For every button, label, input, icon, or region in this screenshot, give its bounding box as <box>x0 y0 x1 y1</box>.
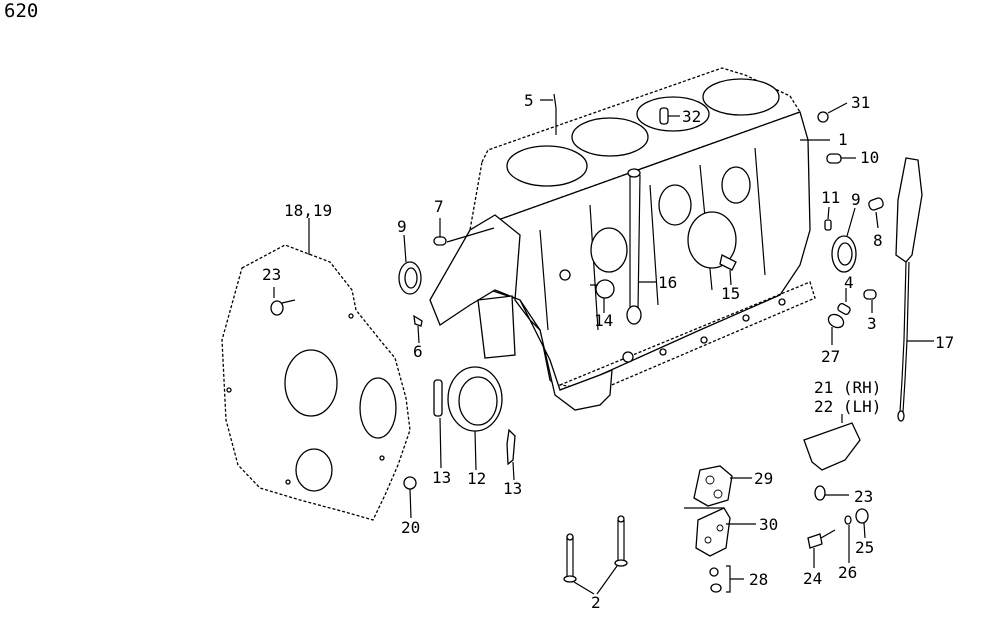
bolt-set-28[interactable] <box>709 565 744 593</box>
cylinder-block[interactable] <box>429 67 816 411</box>
callout-27: 27 <box>821 347 840 366</box>
jet-15[interactable] <box>719 254 737 286</box>
rear-plate[interactable] <box>221 244 411 521</box>
callout-31: 31 <box>851 93 870 112</box>
callout-15: 15 <box>721 284 740 303</box>
callout-23-plate: 23 <box>262 265 281 284</box>
callout-14: 14 <box>594 311 613 330</box>
callout-9-left: 9 <box>397 217 407 236</box>
washer-26[interactable] <box>844 515 852 563</box>
dipstick-17[interactable] <box>895 157 934 422</box>
plug-8[interactable] <box>868 197 885 229</box>
callout-11: 11 <box>821 188 840 207</box>
bolt-2-right[interactable] <box>596 515 628 595</box>
callout-16: 16 <box>658 273 677 292</box>
dowel-11[interactable] <box>824 206 832 231</box>
pin-5[interactable] <box>540 93 557 135</box>
callout-4: 4 <box>844 273 854 292</box>
callout-20: 20 <box>401 518 420 537</box>
dowel-6[interactable] <box>413 314 423 344</box>
callout-26: 26 <box>838 563 857 582</box>
plug-20[interactable] <box>403 476 417 519</box>
callout-24: 24 <box>803 569 822 588</box>
plug-7[interactable] <box>433 218 495 246</box>
callout-13-right: 13 <box>503 479 522 498</box>
callout-12: 12 <box>467 469 486 488</box>
callout-1: 1 <box>838 130 848 149</box>
bolt-23-right[interactable] <box>814 485 849 501</box>
dowel-4[interactable] <box>837 288 851 316</box>
bolt-23-plate[interactable] <box>270 287 296 316</box>
callout-17: 17 <box>935 333 954 352</box>
callout-10: 10 <box>860 148 879 167</box>
callout-2: 2 <box>591 593 601 612</box>
dowel-31[interactable] <box>817 102 848 123</box>
plug-32[interactable] <box>659 107 680 125</box>
seal-gasket-13-right[interactable] <box>506 428 516 481</box>
seal-gasket-13-left[interactable] <box>433 379 443 469</box>
callout-13-left: 13 <box>432 468 451 487</box>
oil-seal-9-left[interactable] <box>398 234 422 295</box>
bracket-29[interactable] <box>693 465 752 507</box>
callout-22-lh: 22 (LH) <box>814 397 881 416</box>
callout-29: 29 <box>754 469 773 488</box>
callout-7: 7 <box>434 197 444 216</box>
callout-6: 6 <box>413 342 423 361</box>
plug-10[interactable] <box>826 153 856 164</box>
callout-32: 32 <box>682 107 701 126</box>
callout-21-rh: 21 (RH) <box>814 378 881 397</box>
callout-28: 28 <box>749 570 768 589</box>
callout-5: 5 <box>524 91 534 110</box>
rear-main-seal-12[interactable] <box>447 366 503 471</box>
plug-3[interactable] <box>863 289 877 313</box>
bolt-2-left[interactable] <box>563 533 595 595</box>
callout-23-right: 23 <box>854 487 873 506</box>
callout-9-right: 9 <box>851 190 861 209</box>
callout-30: 30 <box>759 515 778 534</box>
bolt-27[interactable] <box>826 312 846 345</box>
plug-14[interactable] <box>590 279 615 313</box>
bolt-24[interactable] <box>807 529 836 568</box>
callout-3: 3 <box>867 314 877 333</box>
bracket-30[interactable] <box>684 507 756 557</box>
bracket-21-22[interactable] <box>803 414 861 471</box>
washer-25[interactable] <box>855 508 869 539</box>
callout-8: 8 <box>873 231 883 250</box>
callout-18-19: 18,19 <box>284 201 332 220</box>
page-number: 620 <box>4 0 39 22</box>
oil-seal-9-right[interactable] <box>831 207 857 273</box>
callout-25: 25 <box>855 538 874 557</box>
